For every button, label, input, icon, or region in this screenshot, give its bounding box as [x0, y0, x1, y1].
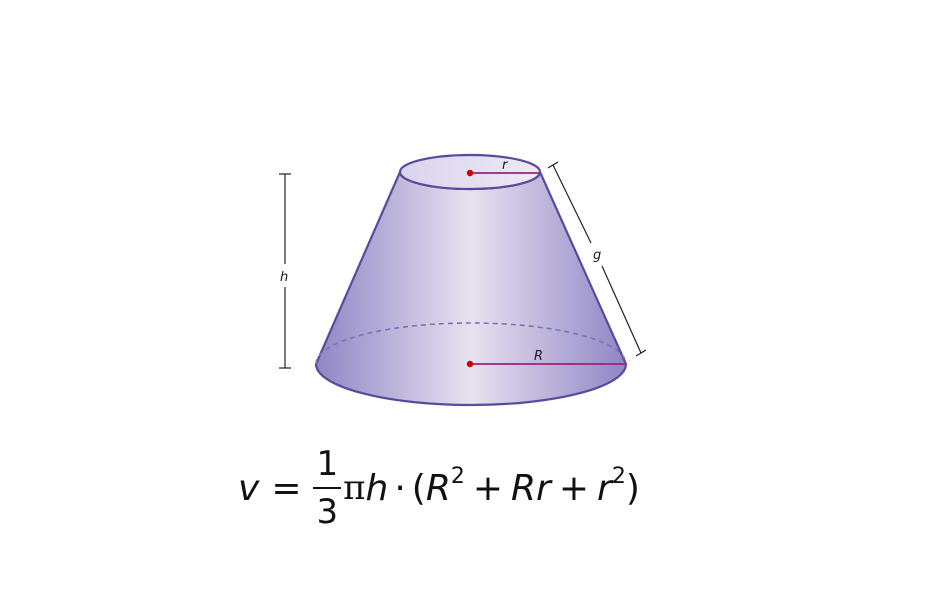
formula-close-paren: ) [625, 467, 640, 509]
slant-dimension [547, 161, 647, 357]
height-label: h [280, 270, 288, 285]
small-radius-label: r [502, 158, 509, 173]
fraction-bar [313, 487, 342, 489]
formula-exp-2: 2 [611, 463, 626, 489]
formula-fraction: 1 3 [313, 444, 342, 532]
formula-v: v [238, 467, 260, 509]
formula-equals: = [271, 467, 302, 509]
formula-cdot: · [394, 467, 406, 509]
fraction-numerator: 1 [316, 444, 339, 484]
frustum-body [314, 171, 628, 407]
formula-R: R [425, 467, 451, 509]
height-dimension [279, 173, 291, 369]
slant-label: g [593, 248, 601, 263]
large-radius-label: R [534, 349, 543, 364]
formula-pi: π [343, 468, 366, 508]
formula-open-paren: ( [411, 467, 426, 509]
formula-h: h [365, 467, 389, 509]
formula-exp-1: 2 [450, 463, 465, 489]
base-center-dot [466, 360, 474, 368]
fraction-denominator: 3 [316, 492, 339, 532]
base-hidden-edge [315, 322, 627, 365]
formula-plus-2: + [558, 467, 589, 509]
formula-r: r [597, 467, 612, 509]
formula-plus-1: + [472, 467, 503, 509]
formula-Rr: Rr [511, 467, 551, 509]
top-center-dot [466, 169, 474, 177]
